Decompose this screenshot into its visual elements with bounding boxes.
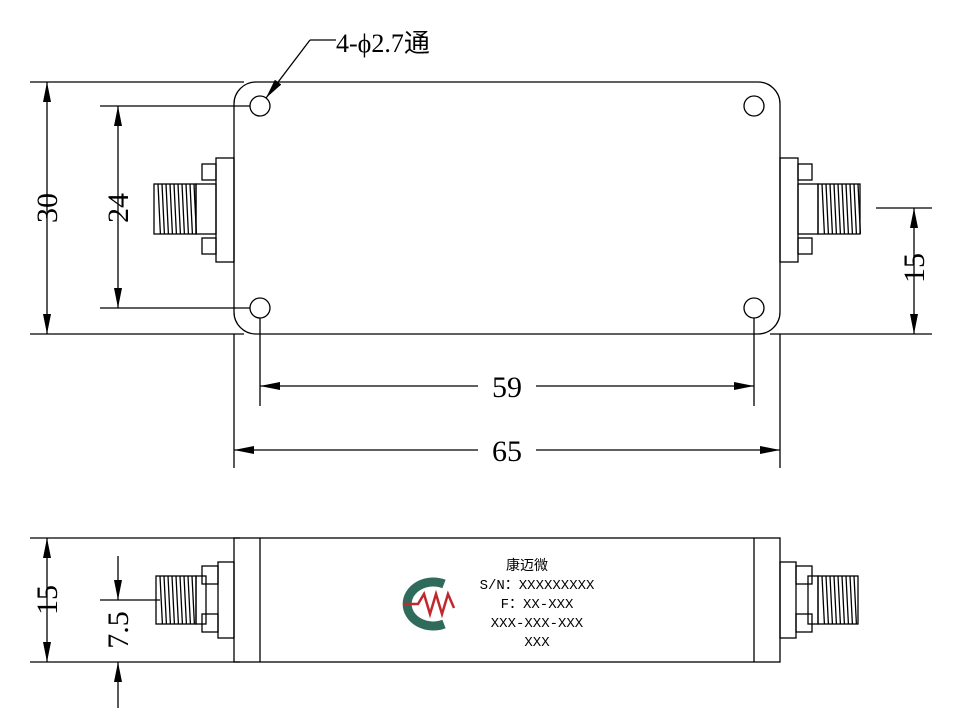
dim-text-59: 59 [492,371,522,404]
mounting-hole-top-right [743,95,765,117]
mounting-hole-top-left [249,95,271,117]
dim-text-24: 24 [102,193,135,223]
dim-text-30: 30 [31,193,64,223]
top-view [30,39,932,468]
brand-logo [402,577,456,631]
dim-text-65: 65 [492,435,522,468]
label-serial: S/N：XXXXXXXXX [480,578,595,594]
mounting-hole-bottom-right [743,297,765,319]
side-left-sma-connector [155,561,235,639]
side-view [30,537,859,708]
mounting-hole-bottom-left [249,297,271,319]
right-sma-connector [779,157,862,263]
label-model: XXX-XXX-XXX [491,616,584,632]
left-sma-connector [153,157,235,263]
side-right-sma-connector [779,561,859,639]
label-extra: XXX [524,635,550,651]
enclosure-outline [233,81,781,335]
dim-text-7-5: 7.5 [102,611,135,649]
dim-text-15-top: 15 [898,253,931,283]
dim-text-15-side: 15 [31,585,64,615]
label-brand: 康迈微 [506,557,548,574]
label-frequency: F：XX-XXX [501,597,574,613]
hole-callout-text: 4-ϕ2.7通 [336,29,430,58]
